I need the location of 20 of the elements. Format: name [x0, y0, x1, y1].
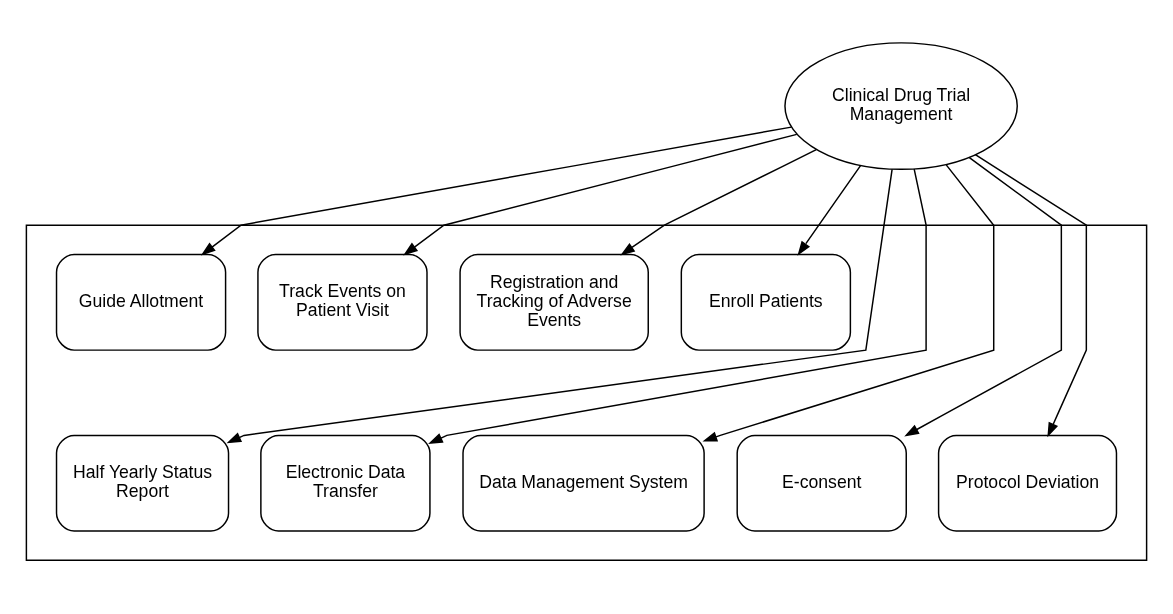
- arrow: [200, 125, 793, 256]
- cluster: [25, 223, 1148, 561]
- arrow: [428, 167, 927, 444]
- arrow: [403, 133, 798, 256]
- arrow: [702, 163, 995, 442]
- arrow: [797, 164, 862, 256]
- arrow: [974, 153, 1088, 437]
- node-box: E-consent: [736, 434, 907, 532]
- arrow: [620, 148, 818, 255]
- node-box: Guide Allotment: [55, 253, 227, 351]
- node-box: Half Yearly Status Report: [55, 434, 230, 532]
- arrow: [904, 156, 1063, 436]
- node-box: Enroll Patients: [680, 253, 852, 351]
- node-box: Protocol Deviation: [937, 434, 1118, 532]
- node-ellipse: Clinical Drug Trial Management: [784, 41, 1018, 170]
- arrow: [226, 168, 893, 443]
- node-box: Track Events on Patient Visit: [257, 253, 428, 351]
- node-box: Data Management System: [462, 434, 705, 532]
- node-box: Registration and Tracking of Adverse Events: [459, 253, 649, 351]
- node-box: Electronic Data Transfer: [260, 434, 431, 532]
